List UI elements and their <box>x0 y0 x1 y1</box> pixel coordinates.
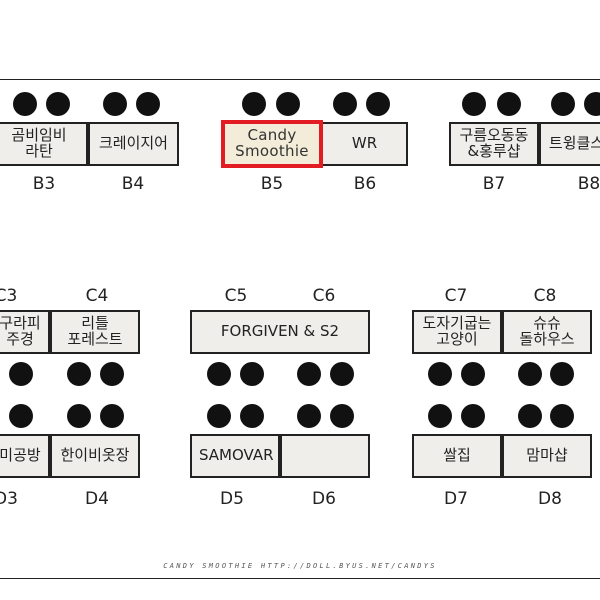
booth-code-c4: C4 <box>85 286 109 306</box>
booth-code-d7: D7 <box>444 489 468 509</box>
booth-b4: 크레이지어 <box>88 122 179 166</box>
seat-dot <box>366 92 390 116</box>
seat-dot <box>461 362 485 386</box>
map-frame <box>0 79 600 579</box>
booth-c7: 도자기굽는 고양이 <box>412 310 502 354</box>
booth-c3: 구라피 주경 <box>0 310 50 354</box>
seat-dot <box>330 404 354 428</box>
booth-d3: 미공방 <box>0 434 50 478</box>
booth-b8: 트윙클스 <box>539 122 600 166</box>
seat-dot <box>9 404 33 428</box>
seat-dot <box>9 362 33 386</box>
booth-code-b3: B3 <box>32 174 56 194</box>
booth-code-b8: B8 <box>577 174 600 194</box>
seat-dot <box>103 92 127 116</box>
seat-dot <box>67 404 91 428</box>
seat-dot <box>240 362 264 386</box>
booth-c5c6: FORGIVEN & S2 <box>190 310 370 354</box>
booth-d7: 쌀집 <box>412 434 502 478</box>
seat-dot <box>240 404 264 428</box>
booth-b7: 구름오동동 &홍루샵 <box>449 122 539 166</box>
seat-dot <box>207 404 231 428</box>
seat-dot <box>551 92 575 116</box>
seat-dot <box>297 362 321 386</box>
seat-dot <box>46 92 70 116</box>
booth-d4: 한이비옷장 <box>50 434 140 478</box>
seat-dot <box>297 404 321 428</box>
seat-dot <box>100 404 124 428</box>
seat-dot <box>550 362 574 386</box>
booth-code-d4: D4 <box>85 489 109 509</box>
seat-dot <box>136 92 160 116</box>
booth-code-c8: C8 <box>533 286 557 306</box>
seat-dot <box>518 404 542 428</box>
booth-d8: 맘마샵 <box>502 434 592 478</box>
seat-dot <box>550 404 574 428</box>
booth-c4: 리틀 포레스트 <box>50 310 140 354</box>
booth-code-b6: B6 <box>353 174 377 194</box>
booth-code-c3: C3 <box>0 286 18 306</box>
booth-code-b5: B5 <box>260 174 284 194</box>
seat-dot <box>428 404 452 428</box>
booth-d5: SAMOVAR <box>190 434 280 478</box>
booth-code-b4: B4 <box>121 174 145 194</box>
seat-dot <box>333 92 357 116</box>
seat-dot <box>242 92 266 116</box>
booth-b5: Candy Smoothie <box>221 120 323 168</box>
seat-dot <box>462 92 486 116</box>
booth-code-d6: D6 <box>312 489 336 509</box>
seat-dot <box>100 362 124 386</box>
booth-code-c7: C7 <box>444 286 468 306</box>
booth-code-d5: D5 <box>220 489 244 509</box>
seat-dot <box>276 92 300 116</box>
booth-b3: 곰비임비 라탄 <box>0 122 88 166</box>
seat-dot <box>584 92 600 116</box>
seat-dot <box>207 362 231 386</box>
seat-dot <box>13 92 37 116</box>
seat-dot <box>497 92 521 116</box>
seat-dot <box>67 362 91 386</box>
seat-dot <box>461 404 485 428</box>
booth-c8: 슈슈 돌하우스 <box>502 310 592 354</box>
booth-code-b7: B7 <box>482 174 506 194</box>
seat-dot <box>518 362 542 386</box>
booth-code-c5: C5 <box>224 286 248 306</box>
seat-dot <box>330 362 354 386</box>
booth-code-c6: C6 <box>312 286 336 306</box>
seat-dot <box>428 362 452 386</box>
booth-d6 <box>280 434 370 478</box>
booth-code-d3: D3 <box>0 489 18 509</box>
booth-b6: WR <box>321 122 408 166</box>
booth-code-d8: D8 <box>538 489 562 509</box>
footer-credit: CANDY SMOOTHIE HTTP://DOLL.BYUS.NET/CAND… <box>163 562 437 570</box>
